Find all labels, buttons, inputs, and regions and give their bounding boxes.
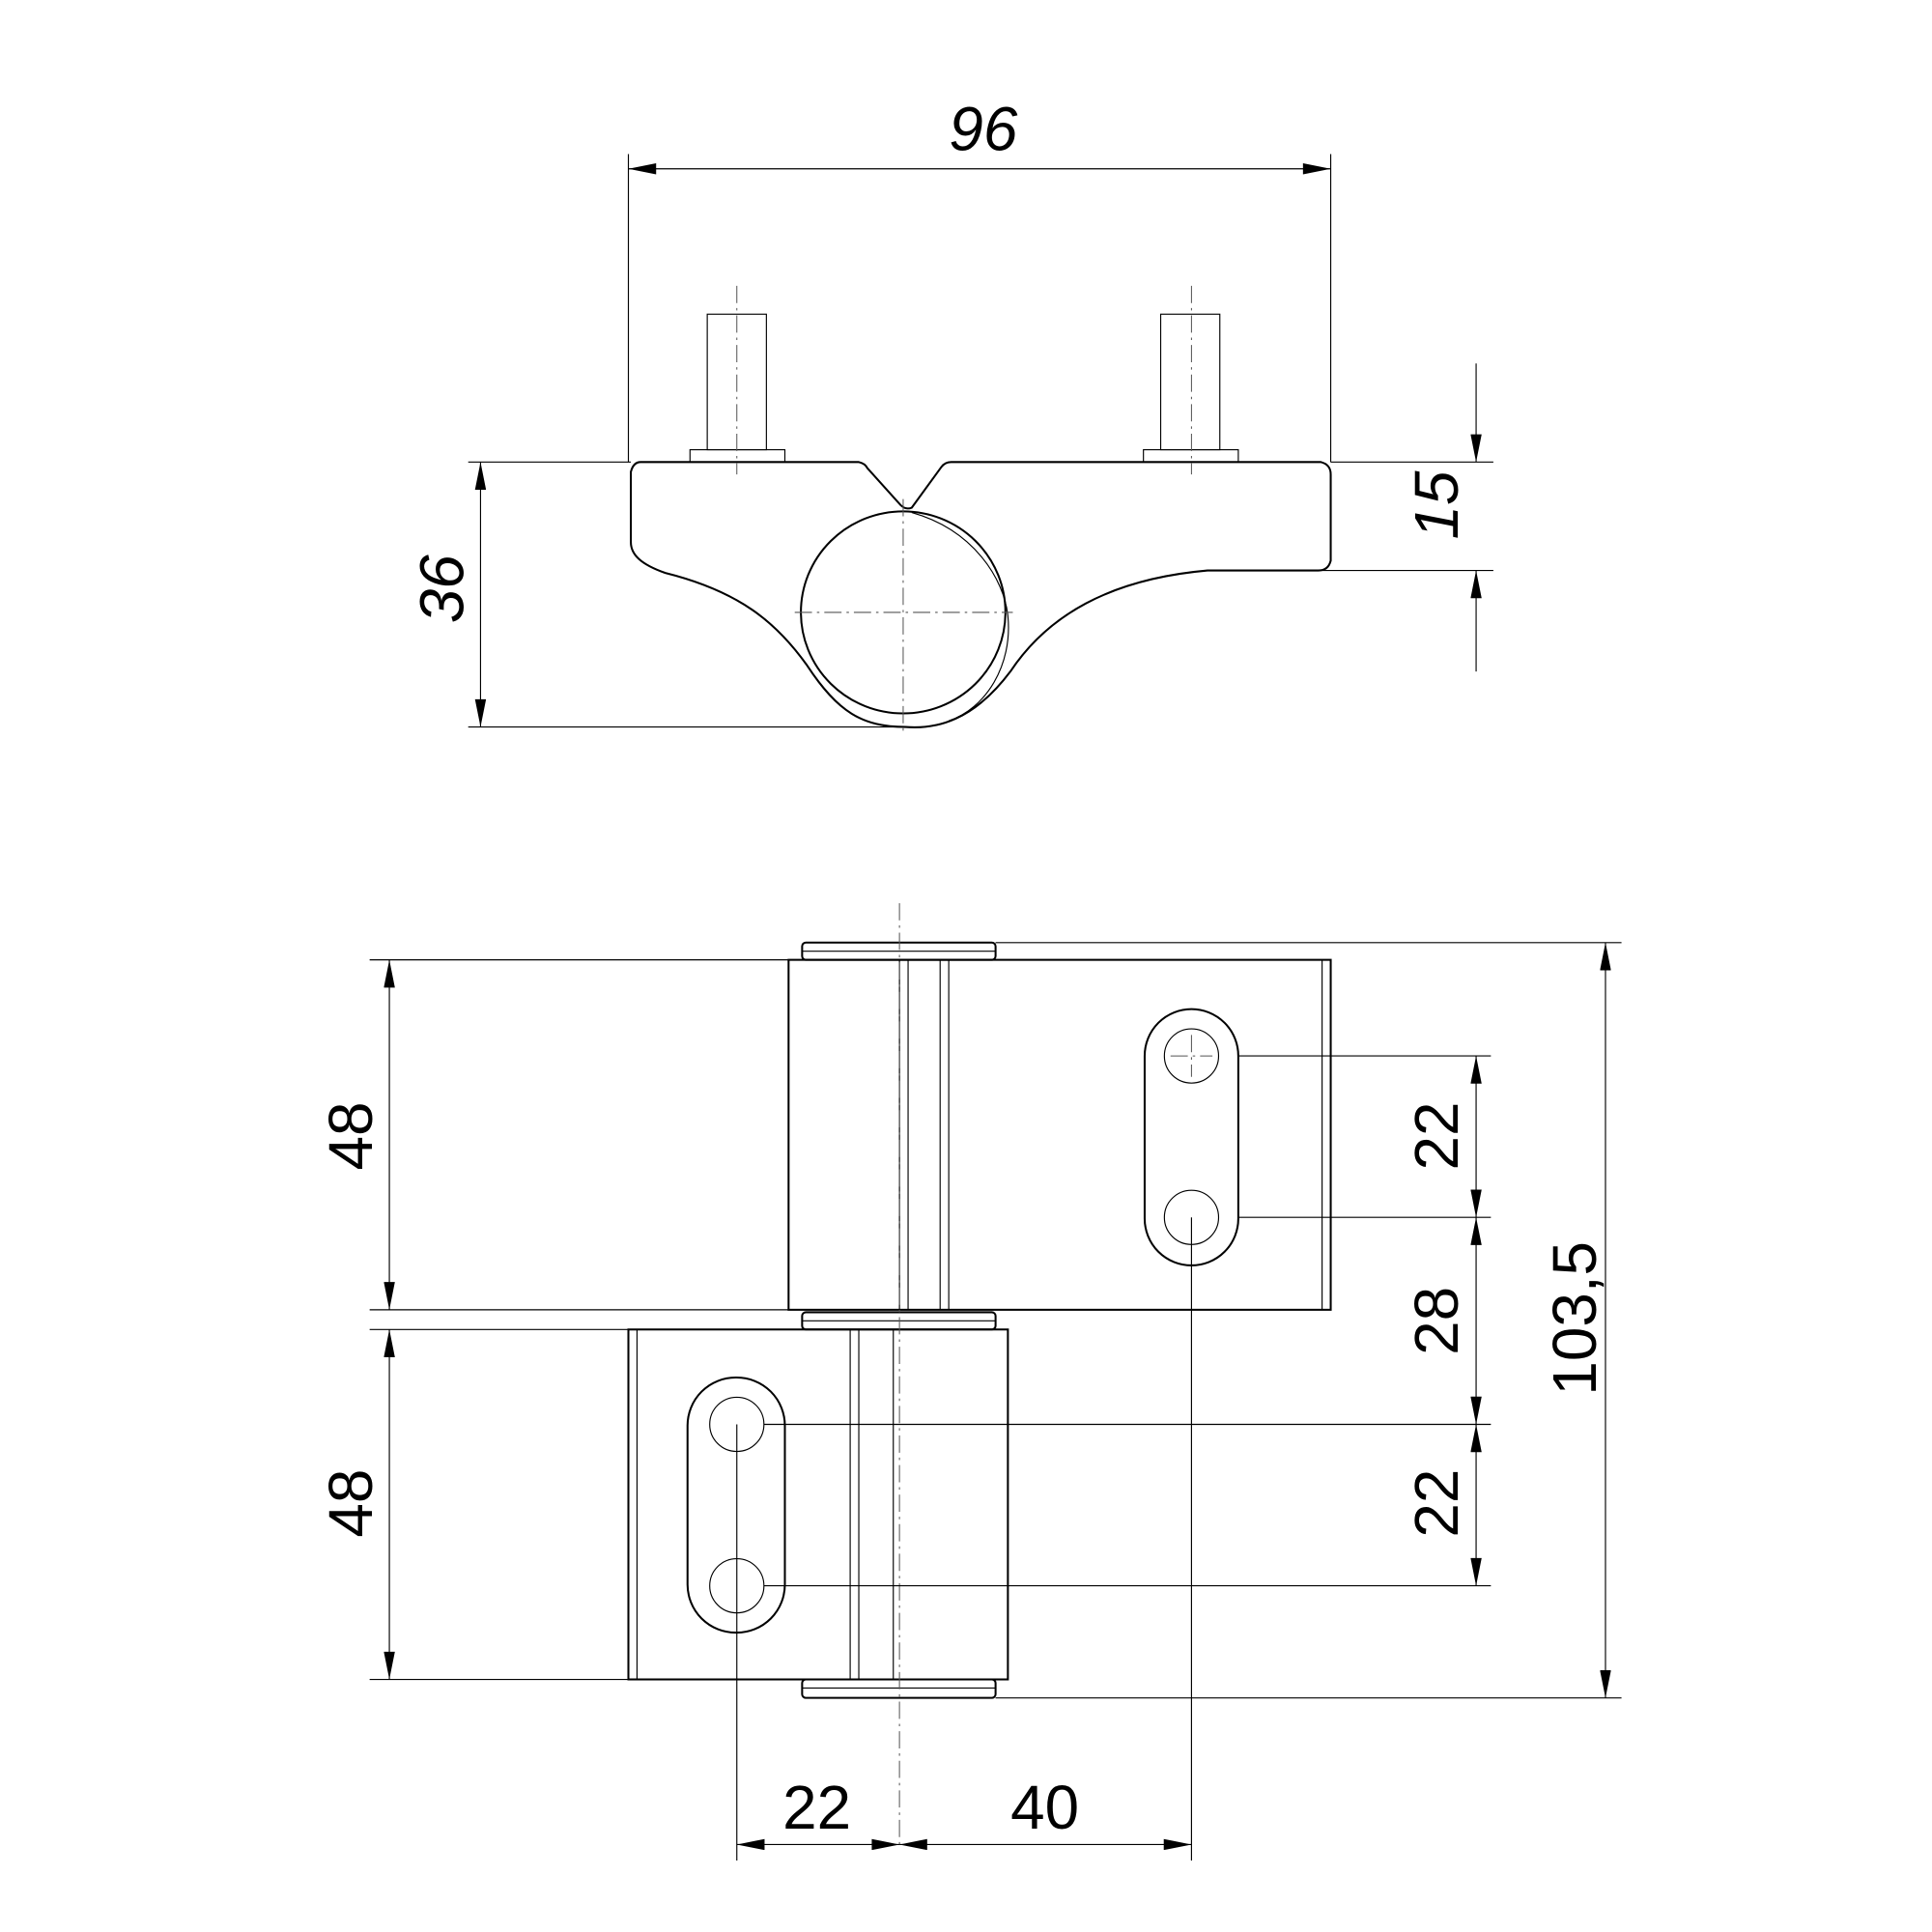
dim-lower-hole-spacing-label: 22 xyxy=(1402,1469,1471,1538)
top-view: 96 36 15 xyxy=(408,95,1493,733)
dim-lower-hole-axis-label: 22 xyxy=(782,1773,851,1842)
dim-height-label: 36 xyxy=(408,554,477,623)
upper-hole-1 xyxy=(1163,1028,1220,1084)
lower-slot xyxy=(686,1377,786,1634)
dim-hole-offset-label: 28 xyxy=(1402,1287,1471,1355)
hinge-body-outline xyxy=(630,461,1332,728)
dim-width-label: 96 xyxy=(949,95,1017,164)
pin-left xyxy=(689,285,786,475)
pin-right xyxy=(1143,285,1239,475)
dim-thickness-label: 15 xyxy=(1402,470,1471,539)
dim-total-height-label: 103,5 xyxy=(1540,1241,1609,1396)
dim-upper-hole-axis-label: 40 xyxy=(1010,1773,1079,1842)
dim-upper-hole-spacing-label: 22 xyxy=(1402,1102,1471,1171)
lower-leaf xyxy=(627,1328,1009,1699)
dim-lower-leaf-label: 48 xyxy=(316,1469,385,1538)
front-view: 48 48 103,5 22 28 22 22 40 xyxy=(316,902,1622,1861)
dim-upper-leaf-label: 48 xyxy=(316,1102,385,1171)
upper-leaf xyxy=(787,941,1332,1311)
barrel-outer xyxy=(911,512,1009,722)
